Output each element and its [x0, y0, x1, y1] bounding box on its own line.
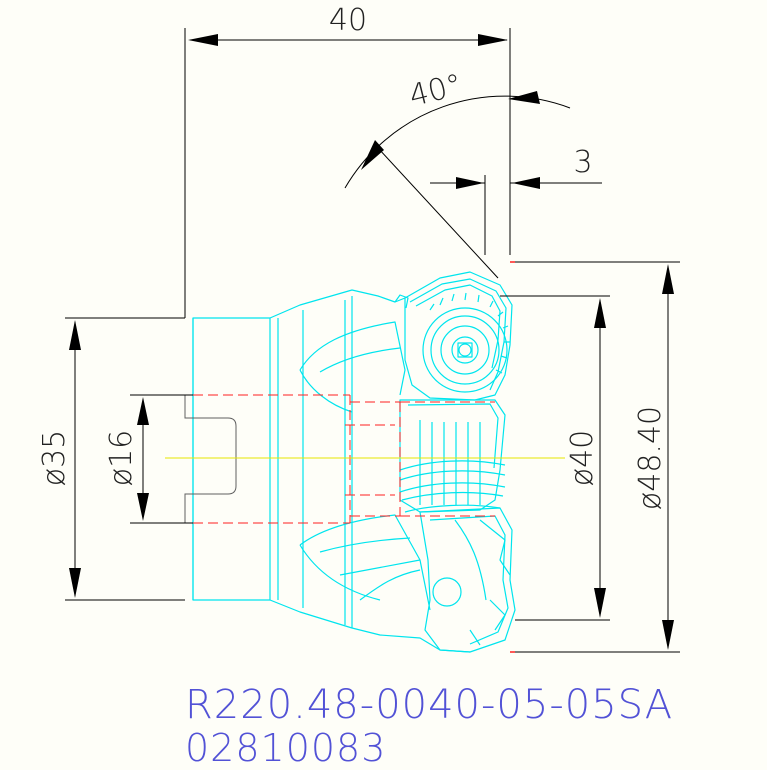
reference-marks [510, 261, 515, 653]
dim-dia-cut: ø40 [565, 430, 600, 487]
dim-dia-body: ø35 [37, 430, 72, 487]
dim-width-top: 40 [329, 3, 367, 38]
dimension-lines [65, 28, 680, 653]
dim-dia-bore: ø16 [104, 430, 139, 487]
drive-slot [184, 395, 237, 523]
dim-dia-max: ø48.40 [633, 406, 668, 510]
part-number: R220.48-0040-05-05SA [185, 682, 674, 728]
part-outline [192, 271, 516, 653]
dim-offset: 3 [573, 145, 592, 180]
dim-angle: 40° [406, 67, 466, 114]
part-code: 02810083 [185, 726, 387, 770]
hidden-lines [193, 394, 495, 524]
arrowheads [69, 34, 674, 650]
